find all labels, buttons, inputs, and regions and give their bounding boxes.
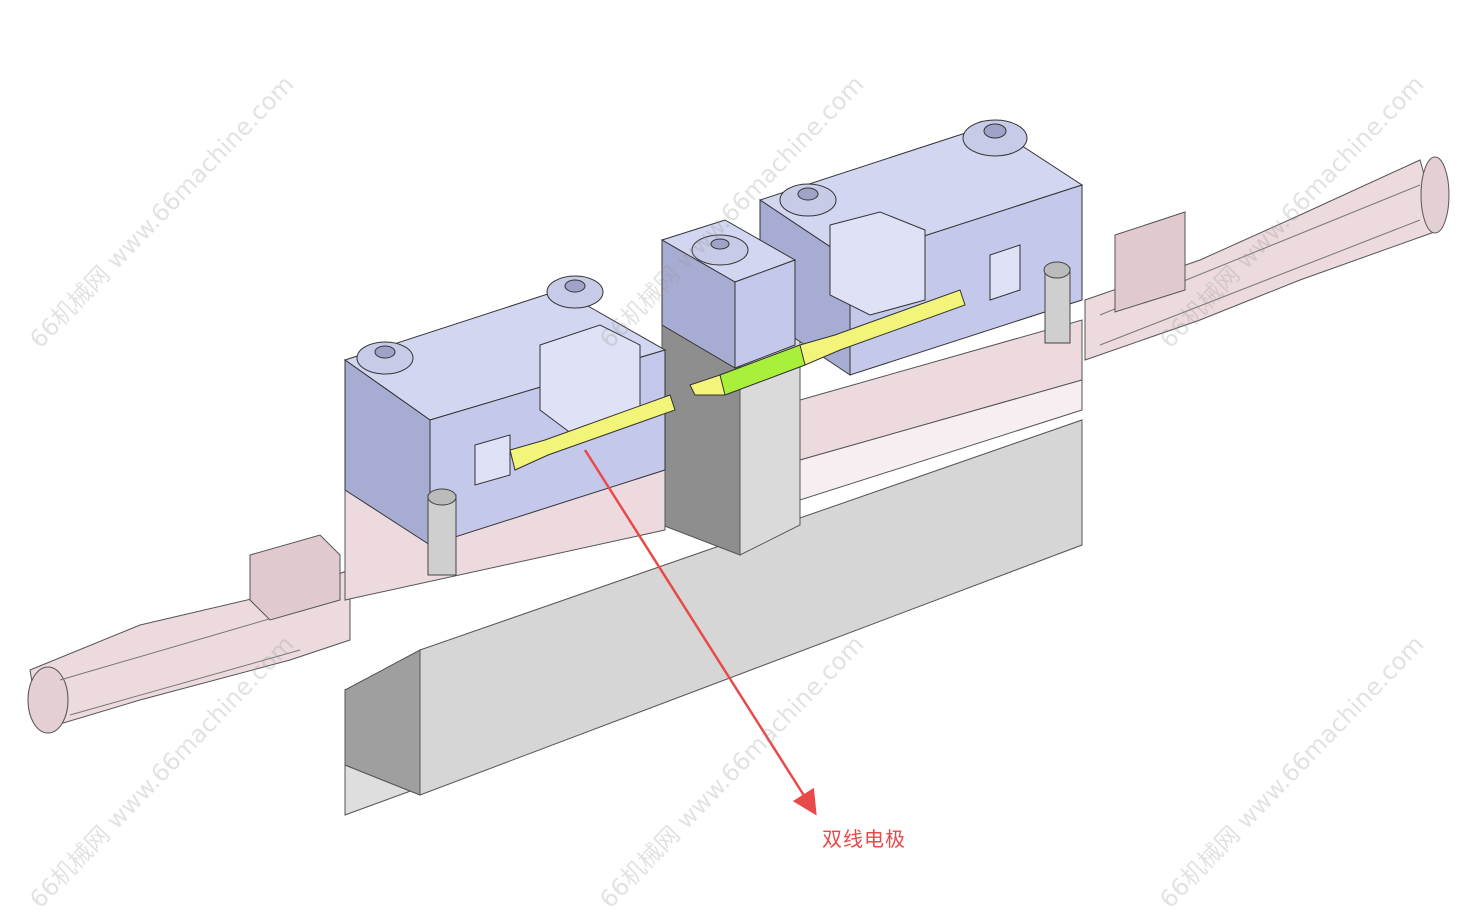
callout-label: 双线电极: [822, 827, 906, 851]
right-clamp-block: [758, 119, 1084, 376]
callout-arrow: [583, 449, 817, 816]
electrode-left: [509, 394, 676, 471]
right-rod: [1084, 156, 1450, 361]
middle-block: [660, 219, 797, 369]
electrode-right: [689, 289, 966, 396]
